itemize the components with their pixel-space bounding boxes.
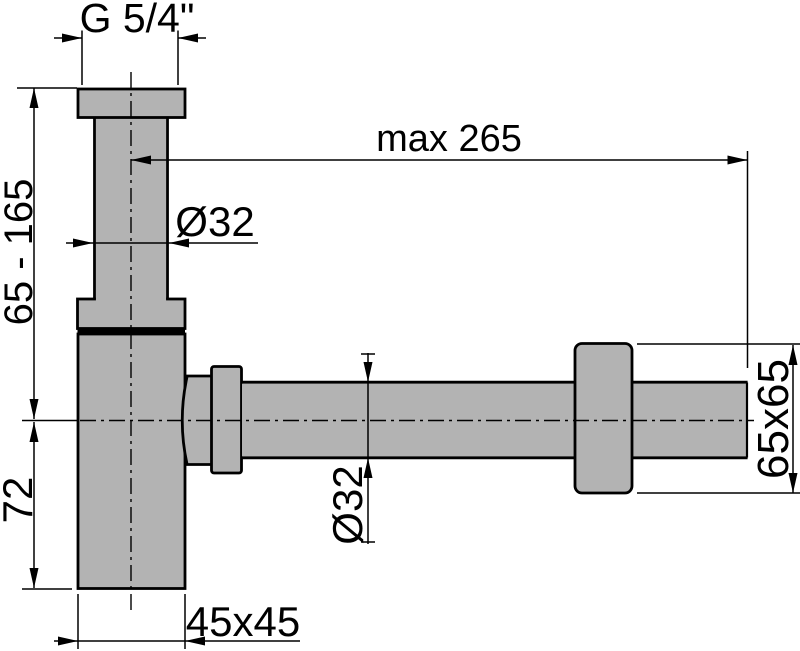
- max-reach-dimension: [131, 151, 749, 368]
- inlet-height-range-label: 65 - 165: [0, 179, 41, 326]
- thread-size-label: G 5/4": [80, 0, 195, 41]
- inlet-height-range-dimension: [17, 87, 77, 419]
- flange-cross-section-label: 65x65: [749, 359, 798, 479]
- thread-dimension: [54, 30, 206, 85]
- horizontal-pipe-diameter-dimension: [361, 353, 375, 544]
- collar-groove-band: [77, 328, 185, 335]
- cup-height-label: 72: [0, 477, 41, 524]
- trap-body-shapes: [76, 87, 749, 590]
- vertical-pipe-diameter-label: Ø32: [175, 198, 254, 245]
- flange-size-dimension: [637, 343, 800, 494]
- centerlines: [80, 72, 754, 612]
- cup-height-dimension: [22, 419, 78, 590]
- cup-size-dimension: [54, 594, 300, 649]
- wall-flange: [573, 342, 634, 495]
- outlet-nut: [210, 365, 243, 475]
- max-reach-label: max 265: [376, 118, 522, 160]
- vertical-pipe-diameter-dimension: [66, 238, 258, 248]
- cup-cross-section-label: 45x45: [186, 598, 300, 645]
- dimension-annotations: [17, 30, 800, 649]
- horizontal-pipe-diameter-label: Ø32: [324, 465, 371, 544]
